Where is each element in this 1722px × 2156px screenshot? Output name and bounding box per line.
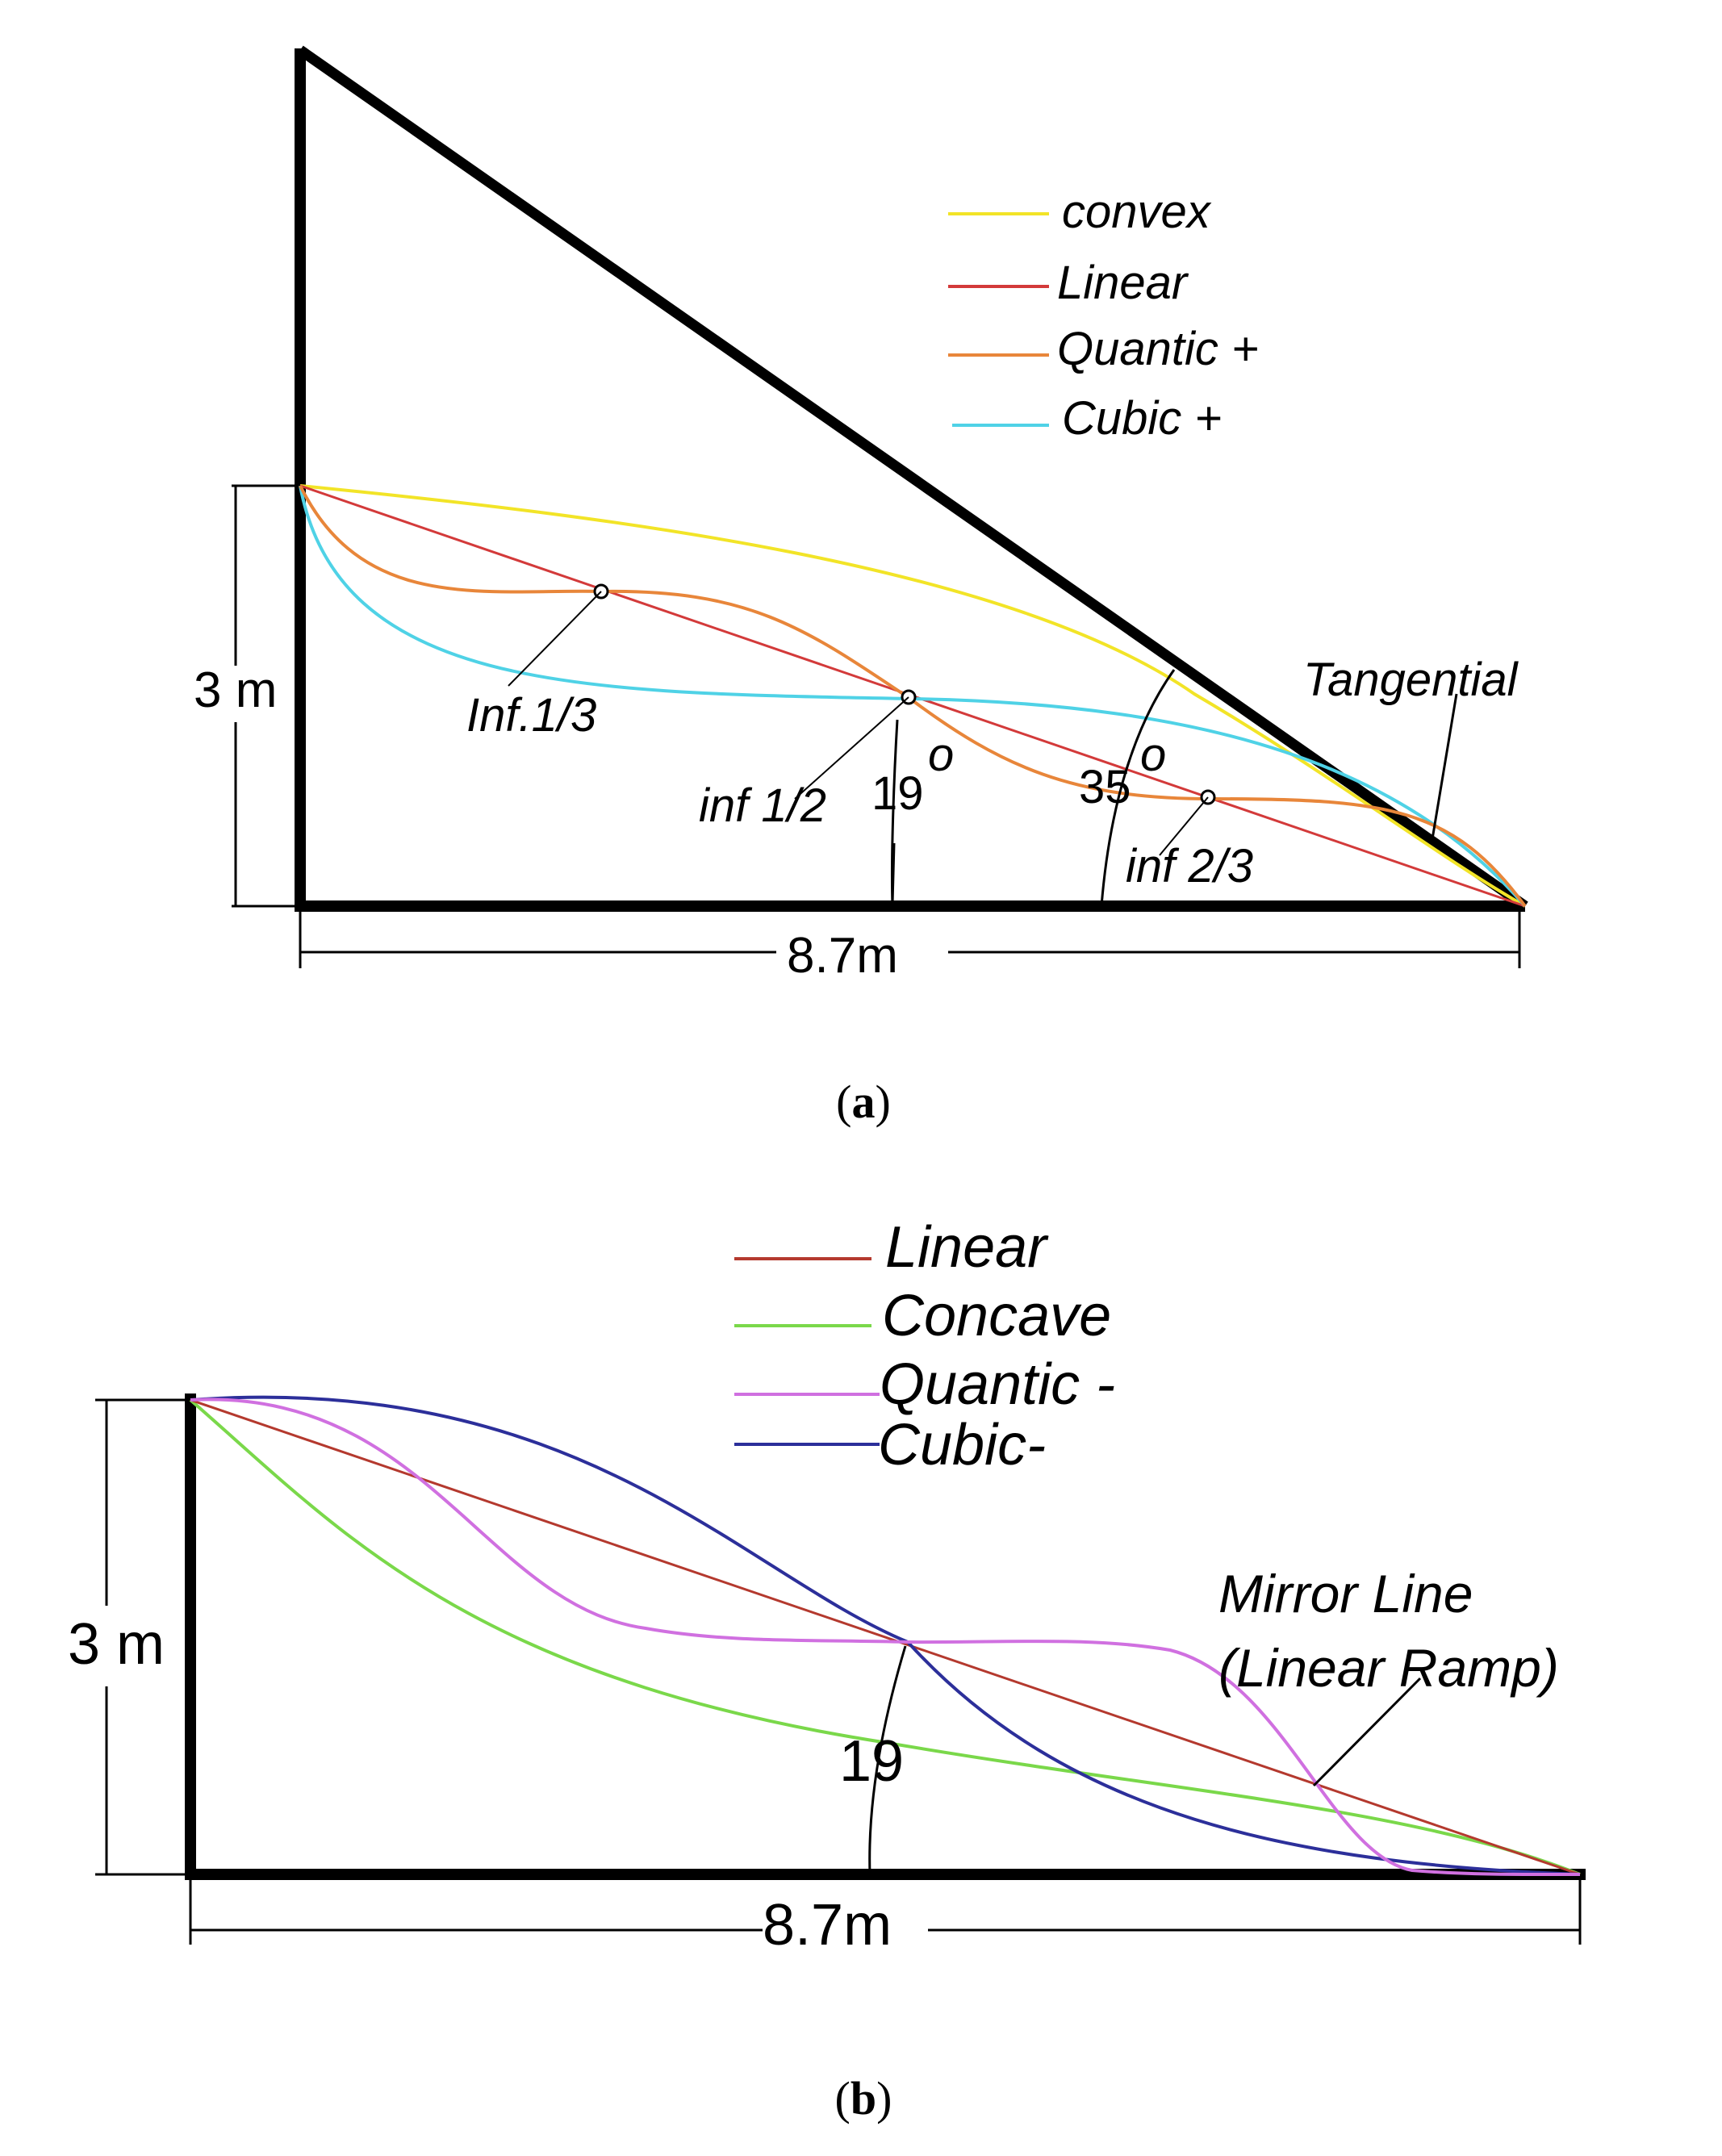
panel-a-inf-2-3-leader xyxy=(1159,796,1209,856)
panel-b: 3 m 8.7m 19 Mirror Line (Linear Ramp) Li… xyxy=(68,1215,1586,2125)
panel-a-angle-19-degree: o xyxy=(928,729,954,781)
panel-a-tangential-label: Tangential xyxy=(1303,654,1519,706)
panel-b-legend-label-quantic-minus: Quantic - xyxy=(880,1352,1115,1417)
panel-b-quantic-minus-curve xyxy=(190,1398,1581,1877)
panel-a-legend-label-quantic-plus: Quantic + xyxy=(1057,323,1259,375)
panel-b-legend-label-linear: Linear xyxy=(885,1215,1049,1280)
panel-a-width-label: 8.7m xyxy=(787,928,898,984)
panel-a-legend-label-cubic-plus: Cubic + xyxy=(1062,392,1222,445)
panel-a: 3 m 8.7m Inf.1/3 inf 1/2 inf 2/3 19 o 35… xyxy=(194,45,1528,1128)
panel-a-convex-curve xyxy=(299,484,1526,908)
panel-a-height-label: 3 m xyxy=(194,662,277,718)
panel-b-width-label-bg xyxy=(763,1904,928,1953)
panel-b-height-label: 3 m xyxy=(68,1612,165,1677)
panel-a-angle-19-arc-bottom xyxy=(891,842,896,905)
panel-b-concave-curve xyxy=(189,1398,1581,1876)
panel-b-caption: (b) xyxy=(835,2072,892,2125)
panel-a-caption: (a) xyxy=(836,1076,891,1128)
panel-a-caption-open: ( xyxy=(836,1076,851,1128)
panel-b-legend: Linear Concave Quantic - Cubic- xyxy=(734,1215,1115,1477)
panel-b-width-label: 8.7m xyxy=(763,1893,892,1958)
panel-b-caption-letter: b xyxy=(851,2072,876,2125)
panel-a-caption-close: ) xyxy=(876,1076,891,1128)
panel-a-legend-label-convex: convex xyxy=(1062,186,1212,238)
panel-b-legend-label-cubic-minus: Cubic- xyxy=(878,1413,1046,1477)
panel-b-angle-19-arc xyxy=(868,1645,907,1875)
panel-a-angle-35-arc xyxy=(1100,669,1176,907)
panel-a-inf-1-3-leader xyxy=(508,591,602,687)
panel-b-mirror-line-label: Mirror Line xyxy=(1218,1564,1473,1623)
panel-a-legend-label-linear: Linear xyxy=(1057,257,1189,309)
panel-a-inf-1-2-label: inf 1/2 xyxy=(699,779,826,832)
panel-b-caption-close: ) xyxy=(876,2072,892,2125)
panel-b-angle-19-label: 19 xyxy=(839,1729,904,1794)
panel-a-angle-35-label: 35 xyxy=(1079,761,1131,813)
panel-a-angle-19-label: 19 xyxy=(871,767,924,820)
panel-a-angle-35-degree: o xyxy=(1140,729,1166,781)
panel-b-caption-open: ( xyxy=(835,2072,851,2125)
panel-a-tangential-leader xyxy=(1431,693,1458,840)
panel-a-legend: convex Linear Quantic + Cubic + xyxy=(948,186,1259,445)
panel-a-inf-1-3-label: Inf.1/3 xyxy=(466,689,596,742)
panel-a-inf-2-3-label: inf 2/3 xyxy=(1126,840,1253,892)
panel-b-legend-label-concave: Concave xyxy=(882,1284,1111,1348)
panel-a-caption-letter: a xyxy=(852,1076,876,1128)
panel-a-inf-1-2-leader xyxy=(794,696,909,800)
panel-b-mirror-line-leader xyxy=(1312,1677,1422,1787)
panel-b-mirror-line-sublabel: (Linear Ramp) xyxy=(1218,1638,1559,1698)
